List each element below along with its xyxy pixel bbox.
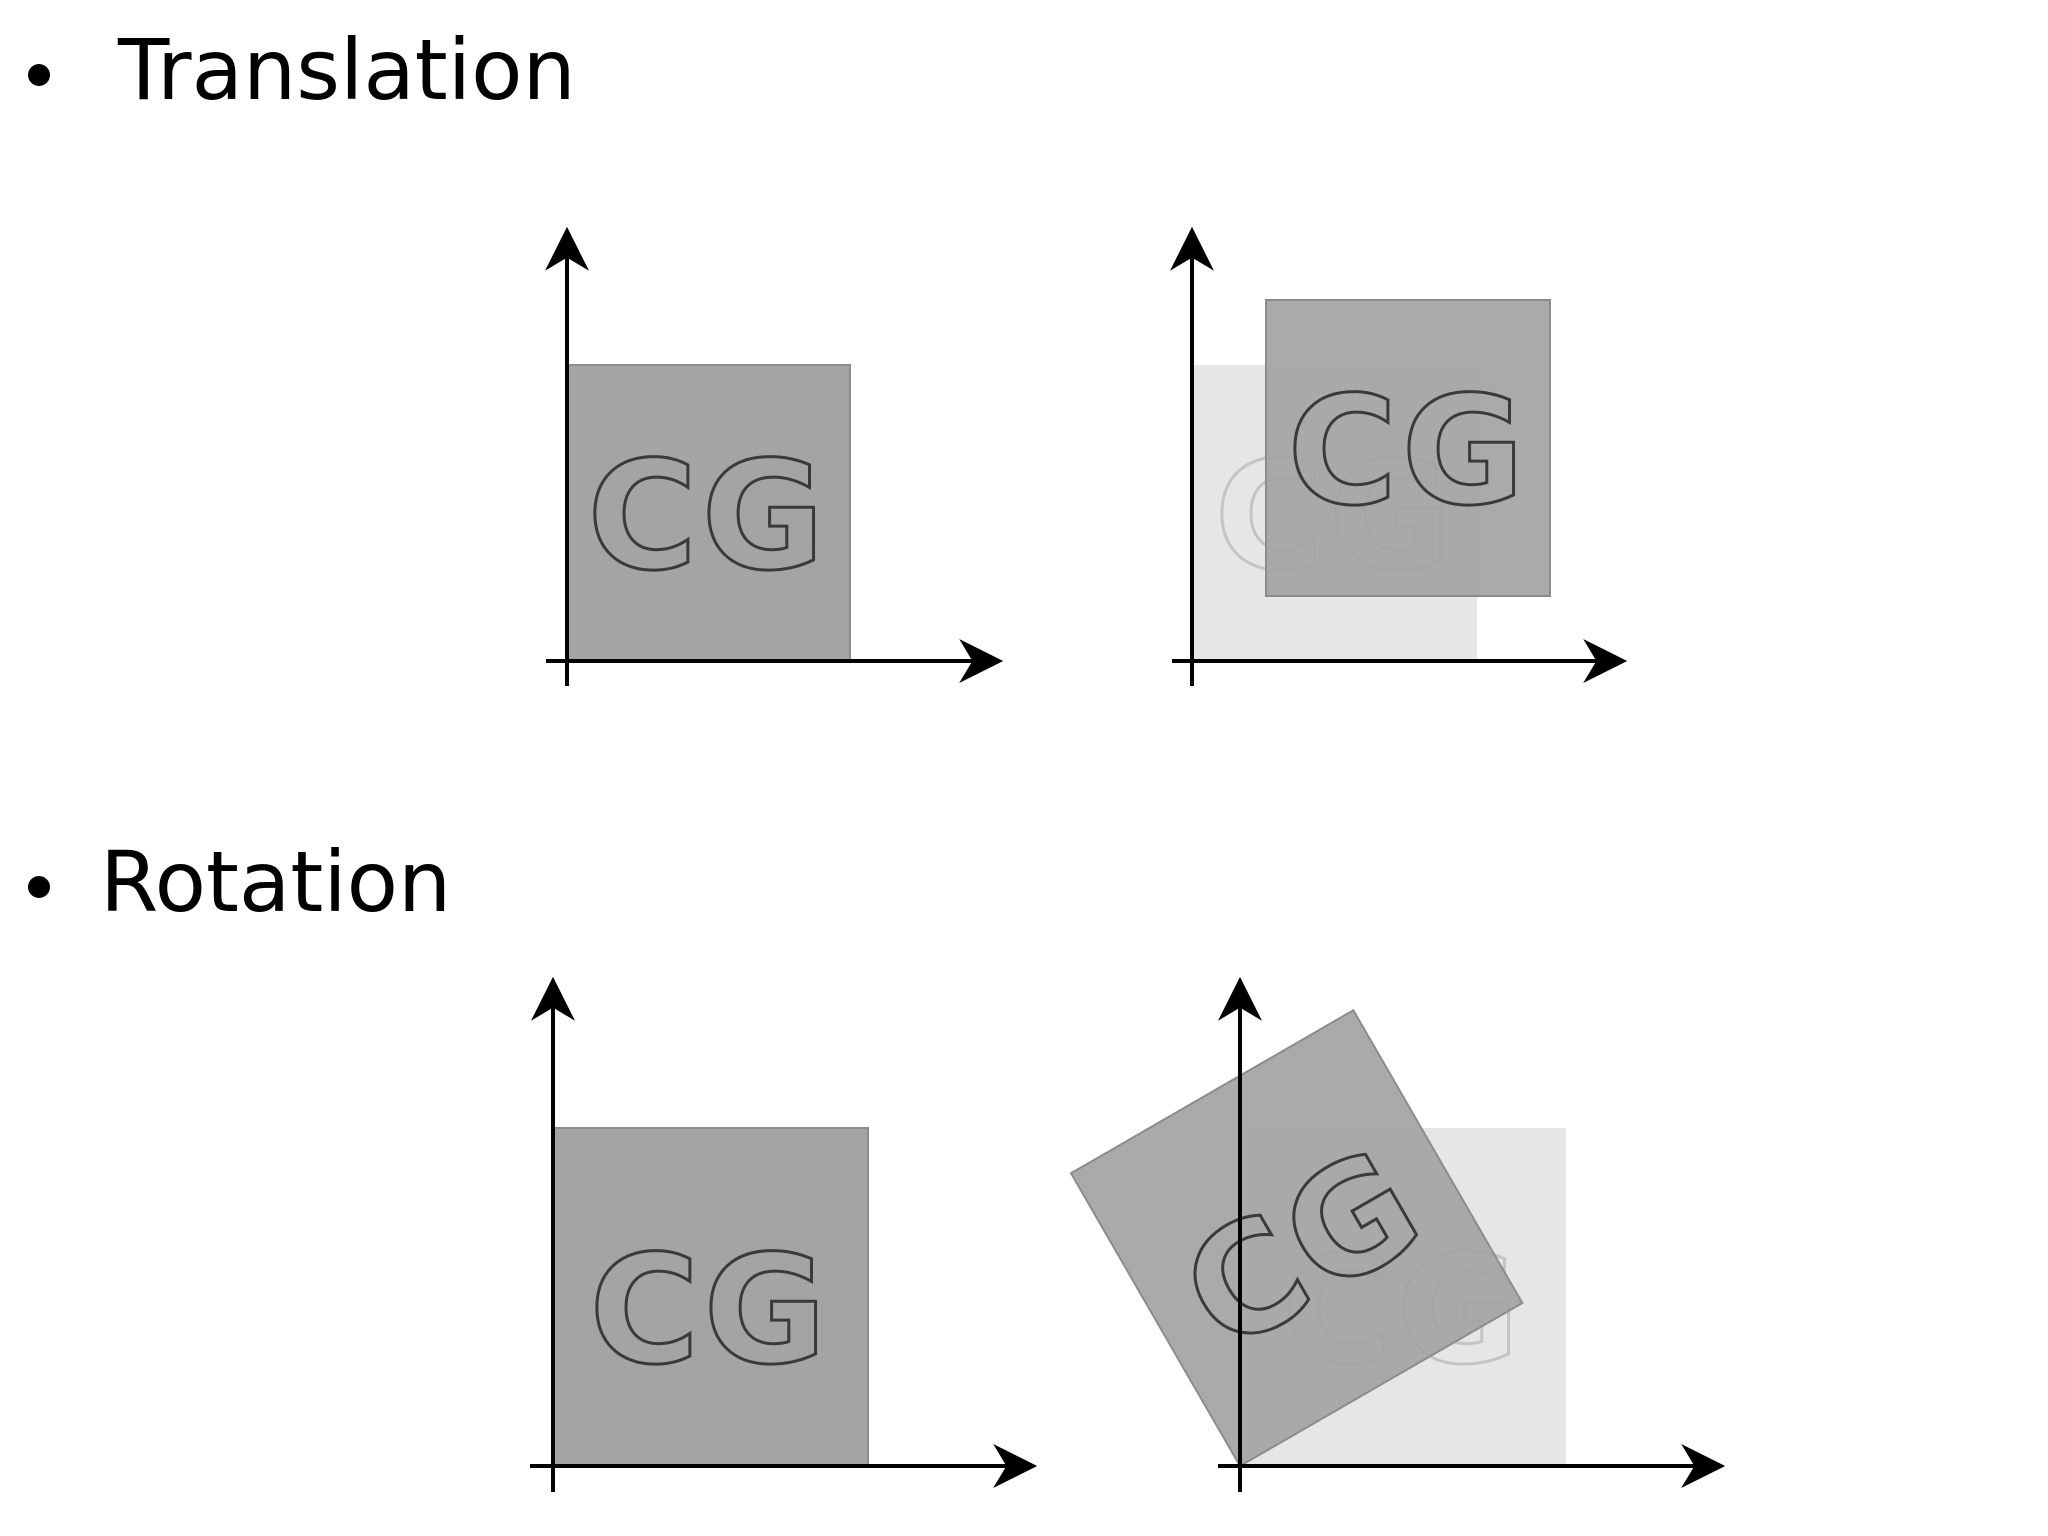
translation-result-diagram: CG CG [1170, 226, 1628, 686]
cg-letters: CG [589, 1224, 830, 1398]
bullet-label-rotation: Rotation [100, 833, 452, 931]
translated-square [1265, 299, 1551, 597]
bullet-dot [28, 64, 50, 86]
cg-letters: CG [1287, 365, 1528, 539]
rotated-square [1069, 1008, 1524, 1468]
shape-square [552, 1127, 869, 1467]
rotated-square-group: CG [1069, 1008, 1524, 1468]
rotation-result-diagram: CG CG [1069, 976, 1726, 1492]
cg-letters: CG [587, 430, 828, 604]
bullet-dot [28, 876, 50, 898]
rotation-original-diagram: CG [530, 976, 1038, 1492]
translation-original-diagram: CG [545, 226, 1004, 686]
bullet-label-translation: Translation [118, 21, 576, 119]
